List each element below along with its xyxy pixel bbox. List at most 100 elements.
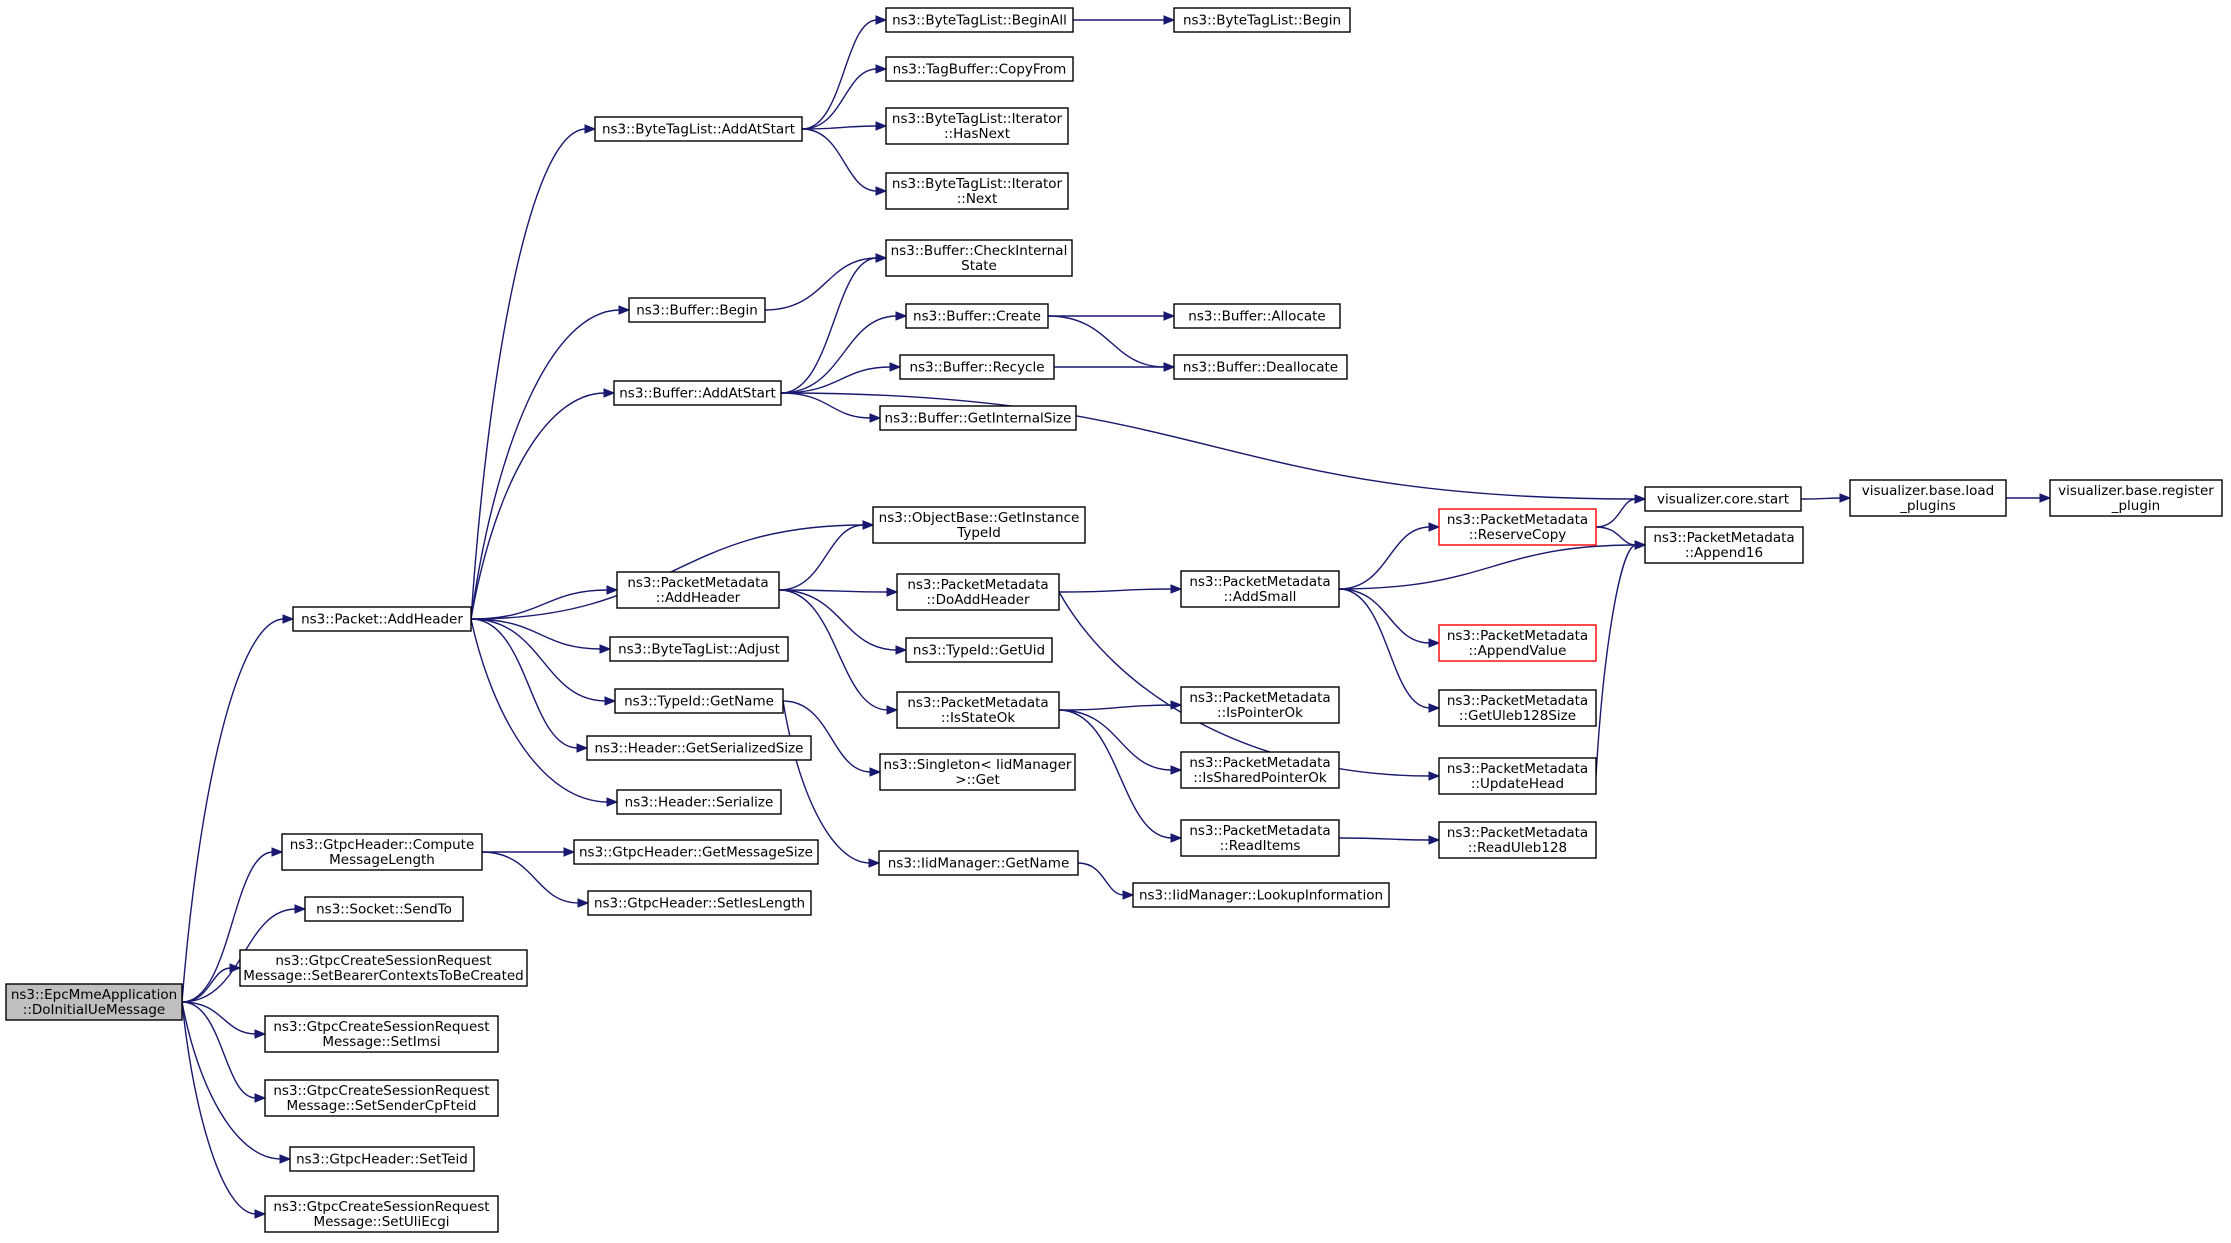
arrowhead-icon bbox=[895, 645, 908, 655]
node-setBearer[interactable]: ns3::GtpcCreateSessionRequestMessage::Se… bbox=[239, 949, 528, 987]
node-label: ns3::ByteTagList::AddAtStart bbox=[602, 122, 795, 138]
node-pmDoAdd[interactable]: ns3::PacketMetadata::DoAddHeader bbox=[896, 573, 1060, 611]
node-pmUpdateHead[interactable]: ns3::PacketMetadata::UpdateHead bbox=[1438, 757, 1597, 795]
node-label: ::Next bbox=[957, 191, 998, 207]
node-setSender[interactable]: ns3::GtpcCreateSessionRequestMessage::Se… bbox=[264, 1079, 499, 1117]
edge-line bbox=[778, 589, 889, 711]
node-pmGetUleb[interactable]: ns3::PacketMetadata::GetUleb128Size bbox=[1438, 689, 1597, 727]
node-bufBegin[interactable]: ns3::Buffer::Begin bbox=[628, 297, 766, 323]
node-bufAllocate[interactable]: ns3::Buffer::Allocate bbox=[1173, 303, 1341, 329]
node-label: ::ReadUleb128 bbox=[1468, 840, 1567, 856]
node-typeGetName[interactable]: ns3::TypeId::GetName bbox=[614, 688, 784, 714]
node-iidLookup[interactable]: ns3::IidManager::LookupInformation bbox=[1132, 882, 1390, 908]
node-setImsi[interactable]: ns3::GtpcCreateSessionRequestMessage::Se… bbox=[264, 1015, 499, 1053]
node-hdrSerialize[interactable]: ns3::Header::Serialize bbox=[616, 789, 782, 815]
arrowhead-icon bbox=[869, 767, 882, 777]
arrowhead-icon bbox=[576, 743, 589, 753]
node-gtpSetIes[interactable]: ns3::GtpcHeader::SetIesLength bbox=[587, 890, 812, 916]
edge-line bbox=[1595, 526, 1637, 546]
node-box bbox=[872, 506, 1086, 544]
node-bufRecycle[interactable]: ns3::Buffer::Recycle bbox=[899, 354, 1055, 380]
node-pmAppendValue[interactable]: ns3::PacketMetadata::AppendValue bbox=[1438, 624, 1597, 662]
node-box bbox=[1438, 689, 1597, 727]
node-box bbox=[616, 789, 782, 815]
node-box bbox=[1180, 686, 1340, 724]
node-label: ns3::GtpcHeader::Compute bbox=[290, 837, 475, 853]
node-addHeader[interactable]: ns3::Packet::AddHeader bbox=[292, 606, 472, 632]
edge-pmAddHeader-to-tidGetUid bbox=[778, 589, 908, 655]
node-box bbox=[264, 1079, 499, 1117]
node-singleton[interactable]: ns3::Singleton< IidManager>::Get bbox=[879, 753, 1076, 791]
edge-line bbox=[1338, 588, 1431, 709]
node-sendTo[interactable]: ns3::Socket::SendTo bbox=[304, 896, 464, 922]
node-box bbox=[1173, 7, 1351, 33]
node-box bbox=[1438, 757, 1597, 795]
node-box bbox=[1438, 821, 1597, 859]
node-label: ns3::GtpcCreateSessionRequest bbox=[273, 1019, 489, 1035]
node-pmReserve[interactable]: ns3::PacketMetadata::ReserveCopy bbox=[1438, 508, 1597, 546]
node-label: ::AddHeader bbox=[656, 590, 741, 606]
node-box bbox=[614, 688, 784, 714]
node-box bbox=[905, 303, 1049, 329]
node-iterHasNext[interactable]: ns3::ByteTagList::Iterator::HasNext bbox=[885, 107, 1069, 145]
node-box bbox=[1644, 526, 1804, 564]
node-btlBeginAll[interactable]: ns3::ByteTagList::BeginAll bbox=[885, 7, 1074, 33]
node-setUli[interactable]: ns3::GtpcCreateSessionRequestMessage::Se… bbox=[264, 1195, 499, 1233]
node-vizRegister[interactable]: visualizer.base.register_plugin bbox=[2049, 479, 2223, 517]
node-pmAddSmall[interactable]: ns3::PacketMetadata::AddSmall bbox=[1180, 570, 1340, 608]
node-tidGetUid[interactable]: ns3::TypeId::GetUid bbox=[905, 637, 1053, 663]
edge-pmUpdateHead-to-pmAppend16 bbox=[1595, 540, 1647, 777]
edge-addHeader-to-bufBegin bbox=[470, 305, 631, 620]
node-iterNext[interactable]: ns3::ByteTagList::Iterator::Next bbox=[885, 172, 1069, 210]
edge-line bbox=[764, 257, 878, 311]
edge-computeLen-to-gtpGetMsgSize bbox=[482, 847, 576, 857]
node-gtpGetMsgSize[interactable]: ns3::GtpcHeader::GetMessageSize bbox=[573, 839, 819, 865]
node-label: ns3::PacketMetadata bbox=[1189, 823, 1330, 839]
node-label: ns3::PacketMetadata bbox=[1653, 530, 1794, 546]
node-bufAddAtStart[interactable]: ns3::Buffer::AddAtStart bbox=[613, 380, 782, 406]
node-bufCreate[interactable]: ns3::Buffer::Create bbox=[905, 303, 1049, 329]
arrowhead-icon bbox=[1428, 835, 1441, 845]
node-pmReadUleb[interactable]: ns3::PacketMetadata::ReadUleb128 bbox=[1438, 821, 1597, 859]
arrowhead-icon bbox=[1428, 771, 1441, 781]
node-iidGetName[interactable]: ns3::IidManager::GetName bbox=[878, 850, 1079, 876]
edge-root-to-setTeid bbox=[181, 1001, 292, 1164]
node-btlAddAtStart[interactable]: ns3::ByteTagList::AddAtStart bbox=[594, 116, 803, 142]
node-label: ns3::TypeId::GetUid bbox=[913, 643, 1045, 659]
edge-line bbox=[1338, 526, 1431, 590]
node-vizLoad[interactable]: visualizer.base.load_plugins bbox=[1849, 479, 2007, 517]
arrowhead-icon bbox=[886, 587, 899, 597]
node-bufDealloc[interactable]: ns3::Buffer::Deallocate bbox=[1173, 354, 1348, 380]
node-pmAddHeader[interactable]: ns3::PacketMetadata::AddHeader bbox=[616, 571, 780, 609]
arrowhead-icon bbox=[254, 1029, 267, 1039]
node-pmAppend16[interactable]: ns3::PacketMetadata::Append16 bbox=[1644, 526, 1804, 564]
arrowhead-icon bbox=[1170, 584, 1183, 594]
node-tagCopyFrom[interactable]: ns3::TagBuffer::CopyFrom bbox=[885, 56, 1074, 82]
node-root[interactable]: ns3::EpcMmeApplication::DoInitialUeMessa… bbox=[5, 983, 183, 1021]
edge-line bbox=[181, 618, 285, 1003]
node-box bbox=[292, 606, 472, 632]
node-setTeid[interactable]: ns3::GtpcHeader::SetTeid bbox=[289, 1146, 475, 1172]
edge-btlAddAtStart-to-iterHasNext bbox=[801, 121, 888, 131]
node-pmIsShared[interactable]: ns3::PacketMetadata::IsSharedPointerOk bbox=[1180, 751, 1340, 789]
node-pmIsState[interactable]: ns3::PacketMetadata::IsStateOk bbox=[896, 691, 1060, 729]
node-btlAdjust[interactable]: ns3::ByteTagList::Adjust bbox=[609, 636, 789, 662]
edge-pmAddSmall-to-pmGetUleb bbox=[1338, 588, 1441, 713]
node-label: ns3::PacketMetadata bbox=[907, 695, 1048, 711]
node-hdrGetSize[interactable]: ns3::Header::GetSerializedSize bbox=[586, 735, 812, 761]
edge-bufRecycle-to-bufDealloc bbox=[1054, 362, 1176, 372]
edge-root-to-addHeader bbox=[181, 614, 295, 1003]
node-pmIsPtr[interactable]: ns3::PacketMetadata::IsPointerOk bbox=[1180, 686, 1340, 724]
edge-pmIsState-to-pmIsShared bbox=[1058, 709, 1183, 775]
node-btlBegin[interactable]: ns3::ByteTagList::Begin bbox=[1173, 7, 1351, 33]
node-pmReadItems[interactable]: ns3::PacketMetadata::ReadItems bbox=[1180, 819, 1340, 857]
arrowhead-icon bbox=[254, 1209, 267, 1219]
arrowhead-icon bbox=[1170, 765, 1183, 775]
node-bufGetSize[interactable]: ns3::Buffer::GetInternalSize bbox=[879, 405, 1077, 431]
node-label: ns3::ByteTagList::Begin bbox=[1183, 13, 1341, 29]
edge-line bbox=[780, 257, 878, 394]
node-vizStart[interactable]: visualizer.core.start bbox=[1644, 486, 1802, 512]
